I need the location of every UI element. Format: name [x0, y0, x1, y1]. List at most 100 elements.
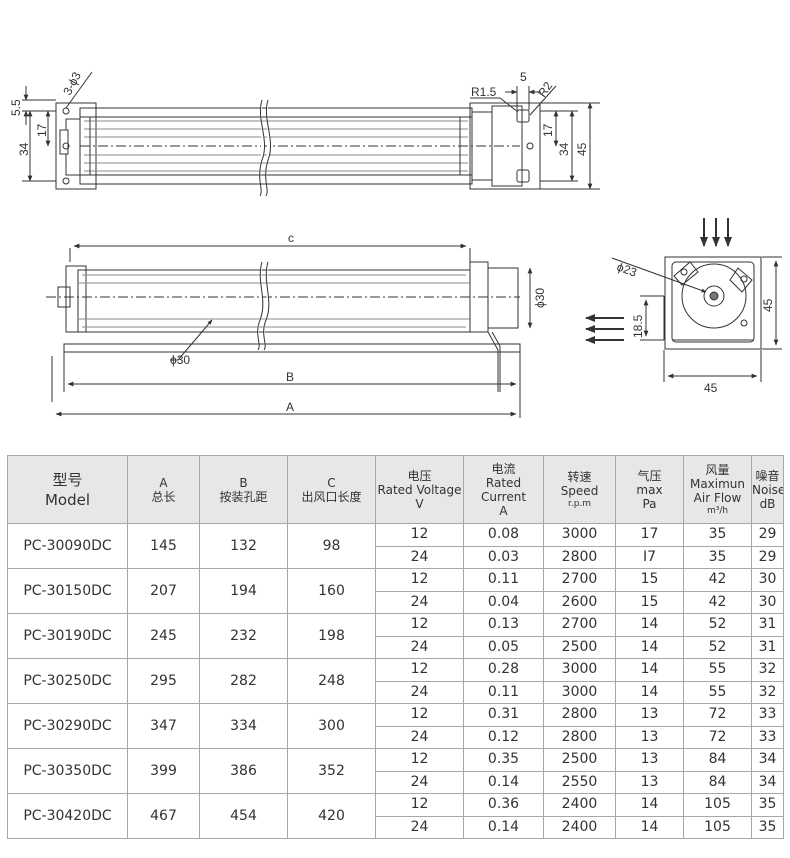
- cell-voltage: 12: [375, 703, 464, 727]
- cell-speed: 2800: [543, 703, 616, 727]
- dim-a-label: A: [286, 400, 294, 414]
- cell-model: PC-30350DC: [7, 748, 128, 794]
- cell-noise: 35: [751, 815, 784, 839]
- cell-speed: 3000: [543, 680, 616, 704]
- cell-current: 0.03: [463, 545, 544, 569]
- cell-current: 0.04: [463, 590, 544, 614]
- dim-phi23-label: ϕ23: [615, 260, 639, 280]
- cell-voltage: 24: [375, 545, 464, 569]
- cell-current: 0.36: [463, 793, 544, 817]
- dim-phi30-side-label: ϕ30: [533, 288, 547, 308]
- cell-speed: 2500: [543, 635, 616, 659]
- cell-voltage: 24: [375, 680, 464, 704]
- dim-45-v-label: 45: [761, 298, 775, 312]
- cell-a-total-length: 145: [127, 523, 200, 569]
- cell-voltage: 24: [375, 815, 464, 839]
- cell-model: PC-30090DC: [7, 523, 128, 569]
- cell-a-total-length: 347: [127, 703, 200, 749]
- cell-pressure: 15: [615, 568, 684, 592]
- cell-model: PC-30290DC: [7, 703, 128, 749]
- cell-b-mounting-pitch: 282: [199, 658, 288, 704]
- cell-speed: 2600: [543, 590, 616, 614]
- dim-45-h-label: 45: [704, 381, 718, 395]
- front-view: [46, 243, 533, 418]
- cell-airflow: 42: [683, 568, 752, 592]
- cell-current: 0.28: [463, 658, 544, 682]
- cell-current: 0.13: [463, 613, 544, 637]
- cell-a-total-length: 467: [127, 793, 200, 839]
- technical-drawing: 3-ϕ3 5.5 17 34 R1.5 5 R2 17 34 45: [9, 69, 782, 418]
- dim-r1-5-label: R1.5: [471, 85, 497, 99]
- cell-noise: 35: [751, 793, 784, 817]
- cell-model: PC-30250DC: [7, 658, 128, 704]
- cell-airflow: 72: [683, 703, 752, 727]
- dim-17-left-label: 17: [35, 123, 49, 137]
- cell-speed: 2400: [543, 793, 616, 817]
- cell-airflow: 84: [683, 748, 752, 772]
- dim-b-label: B: [286, 370, 294, 384]
- dim-17-right-label: 17: [541, 123, 555, 137]
- cell-b-mounting-pitch: 194: [199, 568, 288, 614]
- cell-c-outlet-length: 300: [287, 703, 376, 749]
- cell-airflow: 105: [683, 815, 752, 839]
- dim-45-right-label: 45: [575, 142, 589, 156]
- cell-b-mounting-pitch: 232: [199, 613, 288, 659]
- dim-holes-label: 3-ϕ3: [60, 69, 84, 97]
- cell-current: 0.14: [463, 815, 544, 839]
- cell-speed: 3000: [543, 523, 616, 547]
- cell-noise: 33: [751, 703, 784, 727]
- dim-5-5-label: 5.5: [9, 99, 23, 116]
- cell-current: 0.35: [463, 748, 544, 772]
- dim-34-right-label: 34: [557, 142, 571, 156]
- cell-current: 0.31: [463, 703, 544, 727]
- cell-noise: 34: [751, 770, 784, 794]
- cell-pressure: 14: [615, 815, 684, 839]
- cell-c-outlet-length: 352: [287, 748, 376, 794]
- cell-pressure: 14: [615, 793, 684, 817]
- cell-current: 0.05: [463, 635, 544, 659]
- cell-pressure: 14: [615, 635, 684, 659]
- dim-5-label: 5: [520, 70, 527, 84]
- cell-airflow: 84: [683, 770, 752, 794]
- dim-phi30-rotor-label: ϕ30: [170, 353, 190, 367]
- cell-current: 0.11: [463, 568, 544, 592]
- cell-voltage: 12: [375, 523, 464, 547]
- cell-b-mounting-pitch: 334: [199, 703, 288, 749]
- cell-speed: 2550: [543, 770, 616, 794]
- cell-current: 0.14: [463, 770, 544, 794]
- cell-pressure: 13: [615, 703, 684, 727]
- cell-speed: 2700: [543, 568, 616, 592]
- cell-voltage: 12: [375, 568, 464, 592]
- cell-a-total-length: 295: [127, 658, 200, 704]
- cell-noise: 30: [751, 590, 784, 614]
- cell-voltage: 12: [375, 793, 464, 817]
- cell-pressure: 13: [615, 748, 684, 772]
- cell-voltage: 12: [375, 613, 464, 637]
- cell-noise: 32: [751, 658, 784, 682]
- top-view: [22, 71, 600, 197]
- cell-b-mounting-pitch: 454: [199, 793, 288, 839]
- cell-airflow: 105: [683, 793, 752, 817]
- cell-a-total-length: 245: [127, 613, 200, 659]
- cell-noise: 33: [751, 725, 784, 749]
- dim-18-5-label: 18.5: [631, 314, 645, 338]
- cell-current: 0.08: [463, 523, 544, 547]
- side-view: [585, 218, 782, 382]
- cell-pressure: 13: [615, 725, 684, 749]
- cell-noise: 34: [751, 748, 784, 772]
